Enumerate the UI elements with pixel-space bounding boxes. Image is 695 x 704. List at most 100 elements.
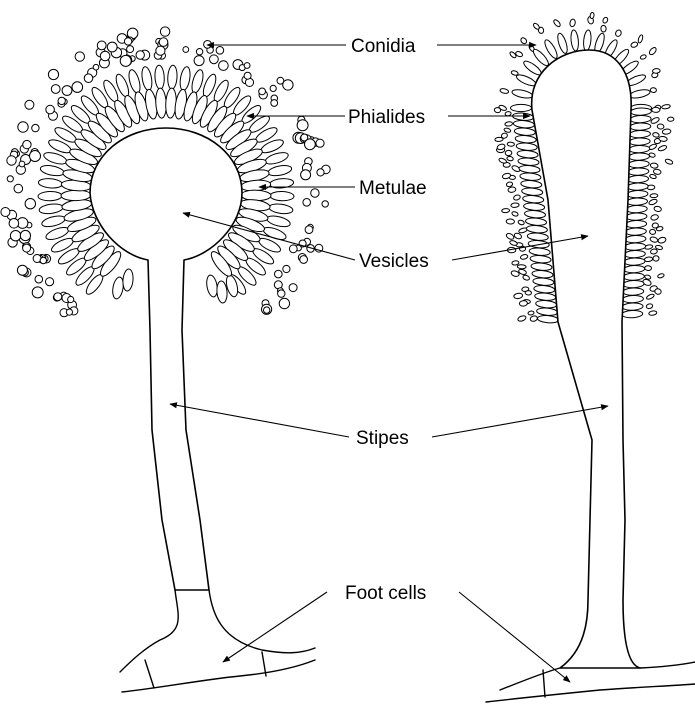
- conidium: [10, 231, 20, 241]
- phialide-cell: [179, 66, 192, 91]
- phialide-cell: [122, 269, 134, 292]
- phialide-cell: [535, 300, 557, 309]
- phialide-cell: [624, 250, 645, 258]
- label-phialides: Phialides: [348, 107, 425, 128]
- label-conidia: Conidia: [351, 36, 416, 57]
- conidium: [667, 117, 674, 121]
- conidium: [509, 240, 518, 247]
- phialide-cell: [521, 187, 543, 196]
- conidium: [279, 298, 289, 308]
- conidium: [1, 208, 10, 217]
- stipes-leader-left: [170, 404, 349, 437]
- conidium: [120, 55, 131, 66]
- left-foot-cell-hypha: [120, 590, 178, 672]
- phialide-cell: [624, 265, 645, 273]
- phialide-cell: [625, 228, 646, 236]
- conidium: [637, 34, 643, 43]
- conidium: [528, 311, 535, 316]
- right-foot-cell-septum: [543, 670, 545, 697]
- phialide-cell: [40, 164, 65, 178]
- conidium: [519, 300, 527, 306]
- phialide-cell: [533, 277, 555, 286]
- conidium: [504, 127, 512, 133]
- phialide-cell: [127, 69, 142, 95]
- conidium: [652, 68, 660, 73]
- conidium: [322, 201, 328, 207]
- conidium: [662, 129, 671, 135]
- conidium: [500, 88, 509, 94]
- conidium: [84, 74, 93, 83]
- phialide-cell: [520, 172, 542, 181]
- metula-cell: [241, 190, 271, 201]
- conidium: [507, 156, 514, 161]
- phialide-cell: [511, 88, 533, 99]
- phialide-cell: [525, 217, 547, 226]
- conidium: [653, 169, 661, 175]
- left-conidiophore: [1, 27, 330, 692]
- conidium: [657, 236, 666, 244]
- conidium: [650, 116, 660, 124]
- conidium: [32, 287, 43, 298]
- conidium: [615, 29, 623, 37]
- conidium: [650, 214, 659, 221]
- phialide-cell: [628, 168, 649, 176]
- phialide-cell: [536, 307, 558, 316]
- phialide-cell: [630, 115, 651, 123]
- phialide-cell: [266, 214, 292, 229]
- conidium: [569, 19, 576, 27]
- left-foot-cell-hypha-upper: [209, 590, 315, 653]
- conidium: [297, 120, 308, 131]
- conidium: [289, 245, 297, 253]
- conidium: [68, 296, 74, 302]
- phialide-cell: [526, 225, 548, 234]
- left-foot-cell-hypha-lower: [122, 660, 315, 692]
- conidium: [498, 157, 507, 164]
- conidium: [646, 303, 653, 309]
- phialide-cell: [270, 191, 294, 201]
- phialide-cell: [627, 190, 648, 198]
- phialide-cell: [531, 262, 553, 271]
- conidium: [196, 49, 202, 55]
- phialide-cell: [629, 88, 651, 99]
- phialide-cell: [625, 235, 646, 243]
- phialide-cell: [532, 270, 554, 279]
- left-foot-cell-septum-1: [145, 660, 154, 688]
- conidium: [650, 248, 658, 254]
- phialide-cell: [629, 130, 650, 138]
- phialide-cell: [527, 232, 549, 241]
- phialide-cell: [517, 150, 539, 159]
- phialide-cell: [268, 203, 293, 215]
- conidium: [160, 27, 169, 36]
- conidium: [100, 51, 110, 61]
- conidium: [19, 161, 25, 167]
- conidium: [659, 136, 668, 142]
- conidium: [46, 278, 54, 286]
- phialide-cell: [626, 205, 647, 213]
- conidium: [18, 122, 28, 132]
- conidium: [62, 86, 72, 96]
- conidium: [505, 121, 513, 126]
- metula-cell: [61, 190, 91, 201]
- conidium: [75, 52, 84, 61]
- conidium: [505, 111, 511, 116]
- conidium: [72, 82, 83, 93]
- conidium: [648, 198, 658, 205]
- phialide-cell: [628, 153, 649, 161]
- conidium: [124, 38, 131, 45]
- conidium: [648, 46, 657, 56]
- phialide-cell: [629, 138, 650, 146]
- conidium: [244, 63, 250, 69]
- conidium: [283, 265, 290, 272]
- conidium: [494, 107, 501, 113]
- conidium: [512, 260, 520, 265]
- conidium: [17, 265, 27, 275]
- conidium: [30, 151, 41, 162]
- phialide-cell: [523, 202, 545, 211]
- conidium: [305, 226, 313, 234]
- conidium: [505, 232, 514, 240]
- conidium: [653, 256, 659, 262]
- phialide-cell: [516, 142, 538, 151]
- right-stipe-vesicle-outline: [532, 50, 640, 668]
- conidium: [303, 199, 311, 207]
